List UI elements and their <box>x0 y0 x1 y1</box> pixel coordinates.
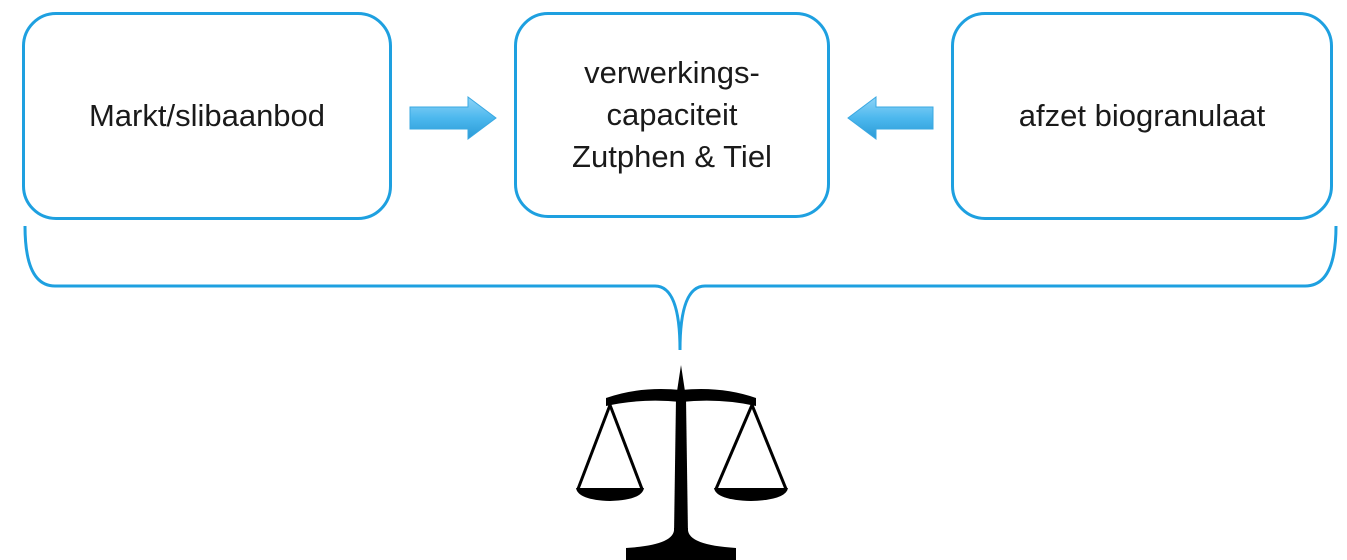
arrow-left-icon <box>847 96 934 140</box>
box-afzet-biogranulaat: afzet biogranulaat <box>951 12 1333 220</box>
box-label-line: Markt/slibaanbod <box>88 98 326 133</box>
box-label-line: capaciteit <box>606 97 738 132</box>
balance-scale-icon <box>576 365 788 560</box>
box-markt-slibaanbod: Markt/slibaanbod <box>22 12 392 220</box>
box-label: Markt/slibaanbod <box>89 95 325 137</box>
arrow-right-icon <box>409 96 497 140</box>
box-label-line: afzet biogranulaat <box>1018 98 1266 133</box>
box-label: verwerkings- capaciteit Zutphen & Tiel <box>572 52 772 178</box>
box-label-line: verwerkings- <box>584 55 760 90</box>
curly-bracket <box>23 225 1338 351</box>
box-verwerkingscapaciteit: verwerkings- capaciteit Zutphen & Tiel <box>514 12 830 218</box>
box-label: afzet biogranulaat <box>1019 95 1265 137</box>
box-label-line: Zutphen & Tiel <box>572 139 772 174</box>
